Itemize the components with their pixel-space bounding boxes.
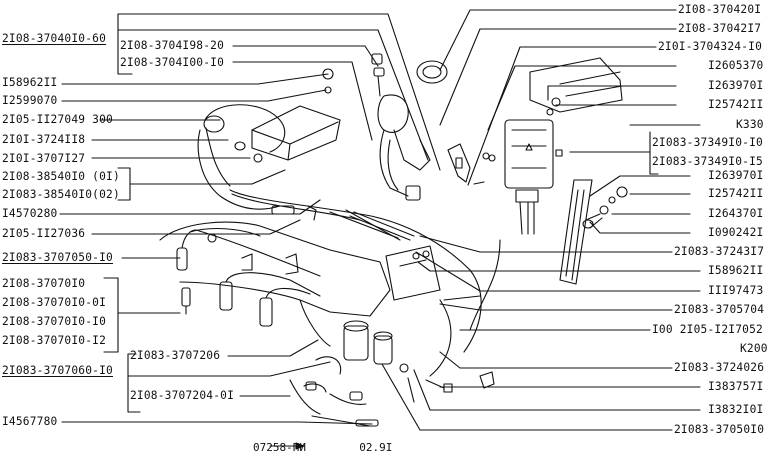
part-label: I25742II bbox=[708, 98, 764, 111]
ignition-switch-drawing bbox=[371, 53, 431, 201]
part-label: I383757I bbox=[708, 380, 764, 393]
wiring-harness-drawing bbox=[229, 189, 501, 377]
part-label: 2I08-370420I bbox=[678, 3, 762, 16]
engine-head-drawing bbox=[159, 221, 441, 317]
leader-lines-left bbox=[59, 13, 441, 425]
part-label: 2I083-37349I0-I5 bbox=[652, 155, 763, 168]
part-label: 2I083-38540I0(02) bbox=[2, 188, 120, 201]
cable-rod-drawing bbox=[349, 211, 415, 241]
switch-module-drawing bbox=[251, 68, 341, 163]
part-label: 2I0I-3724II8 bbox=[2, 133, 86, 146]
part-label: K330 bbox=[736, 118, 764, 131]
part-label: I00 2I05-I2I7052 bbox=[652, 323, 763, 336]
part-label: 2I08-3707204-0I bbox=[130, 389, 235, 402]
part-label: III97473 bbox=[708, 284, 764, 297]
part-label: I3832I0I bbox=[708, 403, 764, 416]
part-label: I2605370 bbox=[708, 59, 764, 72]
part-label: I25742II bbox=[708, 187, 764, 200]
part-label: 2I083-37243I7 bbox=[674, 245, 765, 258]
bracket-clip-drawing bbox=[447, 143, 490, 185]
part-label: I58962II bbox=[2, 76, 58, 89]
part-label: 2I083-3707060-I0 bbox=[2, 364, 113, 377]
part-label: I263970I bbox=[708, 169, 764, 182]
part-label: 2I08-38540I0 (0I) bbox=[2, 170, 120, 183]
part-label: 2I08-3704I00-I0 bbox=[120, 56, 225, 69]
part-label: 2I083-37050I0 bbox=[674, 423, 765, 436]
figure-code: 07258-ПИ 02.9I bbox=[253, 441, 392, 454]
part-label: 2I0I-3704324-I0 bbox=[658, 40, 763, 53]
part-label: 2I05-II27036 bbox=[2, 227, 86, 240]
part-label: 2I08-37042I7 bbox=[678, 22, 762, 35]
part-label: 2I083-3705704 bbox=[674, 303, 765, 316]
part-label: 2I08-37070I0-0I bbox=[2, 296, 107, 309]
figure-code-left: 07258-ПИ bbox=[253, 441, 306, 454]
part-label: I2599070 bbox=[2, 94, 58, 107]
part-label: I4567780 bbox=[2, 415, 58, 428]
part-label: I263970I bbox=[708, 79, 764, 92]
leader-lines-right bbox=[269, 9, 701, 450]
part-label: 2I083-3724026 bbox=[674, 361, 765, 374]
part-label: 2I08-3704I98-20 bbox=[120, 39, 225, 52]
ecu-drawing bbox=[488, 57, 628, 285]
part-label: 2I083-37349I0-I0 bbox=[652, 136, 763, 149]
part-label: 2I083-3707206 bbox=[130, 349, 221, 362]
part-label: 2I08-37070I0-I0 bbox=[2, 315, 107, 328]
part-label: 2I05-II27049 300 bbox=[2, 113, 113, 126]
part-label: 2I08-37040I0-60 bbox=[2, 32, 107, 45]
part-label: 2I0I-3707I27 bbox=[2, 152, 86, 165]
lock-ring-drawing bbox=[416, 60, 448, 84]
part-label: 2I08-37070I0 bbox=[2, 277, 86, 290]
part-label: 2I083-3707050-I0 bbox=[2, 251, 113, 264]
ignition-coil-drawing bbox=[197, 104, 286, 210]
spark-plug-drawing bbox=[176, 229, 331, 347]
coil-block-drawing bbox=[289, 320, 495, 427]
part-label: 2I08-37070I0-I2 bbox=[2, 334, 107, 347]
part-label: I264370I bbox=[708, 207, 764, 220]
part-label: I090242I bbox=[708, 226, 764, 239]
part-label: I58962II bbox=[708, 264, 764, 277]
part-label: K200 bbox=[740, 342, 768, 355]
figure-code-right: 02.9I bbox=[359, 441, 393, 454]
part-label: I4570280 bbox=[2, 207, 58, 220]
